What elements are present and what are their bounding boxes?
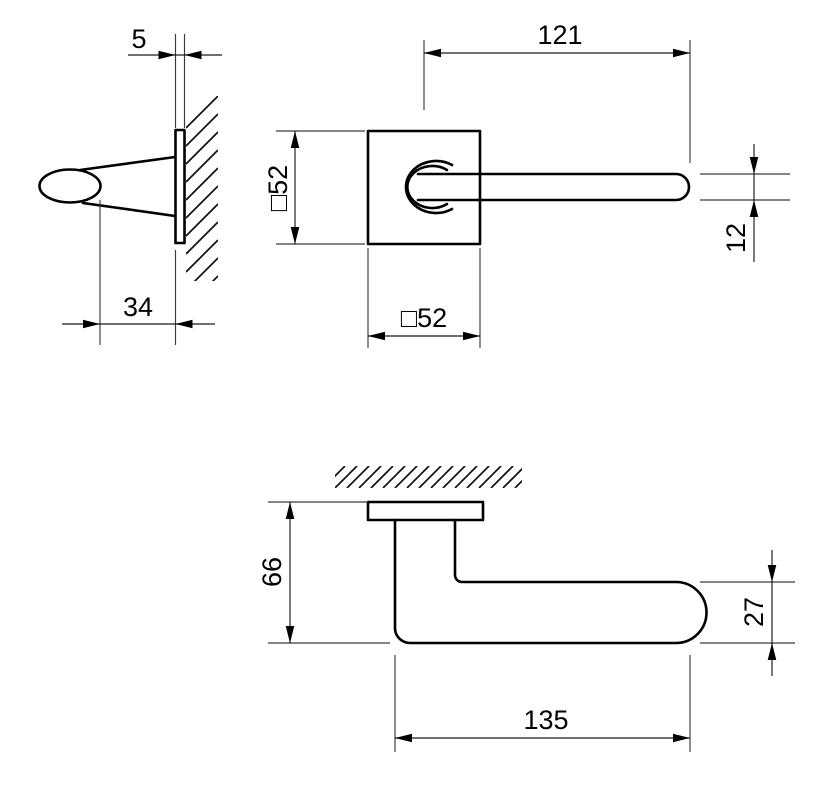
lever-bar-plan <box>416 172 691 202</box>
dim-label-5: 5 <box>131 24 146 54</box>
rosette-plate-elevation <box>366 500 485 522</box>
lever-taper-bottom <box>81 201 177 218</box>
dim-label-52-vertical: □52 <box>263 165 293 211</box>
dim-label-27: 27 <box>739 597 769 627</box>
view-side-section: 5 34 <box>38 24 222 345</box>
view-top-plan: 121 □52 □52 12 <box>263 20 790 348</box>
lever-profile-elevation <box>393 518 708 645</box>
dim-label-12: 12 <box>721 223 751 253</box>
rosette-plate-section <box>174 128 186 245</box>
dim-label-121: 121 <box>537 20 582 50</box>
lever-end-ellipse <box>38 168 102 204</box>
dim-label-34: 34 <box>123 292 153 322</box>
wall-hatching-front <box>335 466 522 488</box>
neck-collar-arc-inner <box>406 164 449 210</box>
dim-label-135: 135 <box>523 705 568 735</box>
dim-label-52-horizontal: □52 <box>401 303 447 333</box>
lever-taper-top <box>78 155 177 172</box>
view-front-elevation: 66 27 135 <box>257 466 795 752</box>
square-rosette-plan <box>366 129 482 246</box>
wall-hatching-side <box>186 96 218 281</box>
dim-label-66: 66 <box>257 557 287 587</box>
